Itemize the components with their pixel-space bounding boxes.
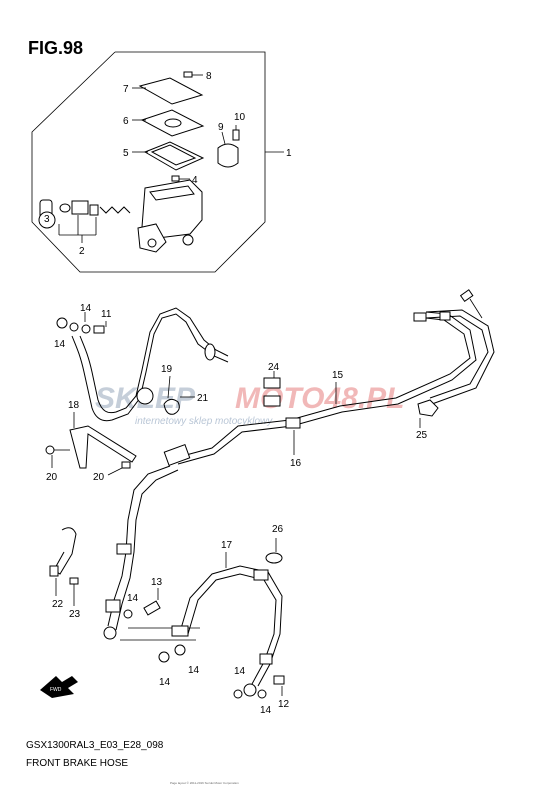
callout-15: 15 xyxy=(332,370,344,381)
callout-14-low4: 14 xyxy=(260,705,272,716)
callout-5: 5 xyxy=(123,148,129,159)
hose-lower-left xyxy=(103,444,191,640)
callout-16: 16 xyxy=(290,458,302,469)
forward-arrow-icon: FWD xyxy=(40,676,78,698)
callout-25: 25 xyxy=(416,430,428,441)
diaphragm-5 xyxy=(132,141,205,171)
bolt-10 xyxy=(232,125,240,141)
watermark-brand-right: MOTO48.PL xyxy=(235,382,404,415)
brake-pipe-15-16 xyxy=(174,289,495,465)
screw-8 xyxy=(183,71,203,78)
callout-20-left: 20 xyxy=(46,472,58,483)
callout-19: 19 xyxy=(161,364,173,375)
plate-6 xyxy=(132,109,205,137)
holder-9 xyxy=(217,131,239,168)
callout-8: 8 xyxy=(206,71,212,82)
model-code: GSX1300RAL3_E03_E28_098 xyxy=(26,740,164,751)
callout-22: 22 xyxy=(52,599,64,610)
bolt-13 xyxy=(143,588,161,616)
washer-14-right xyxy=(233,689,267,699)
hose-17 xyxy=(171,552,283,697)
watermark-tagline: internetowy sklep motocyklowy xyxy=(135,416,273,427)
callout-13: 13 xyxy=(151,577,163,588)
section-title: FRONT BRAKE HOSE xyxy=(26,758,129,769)
callout-7: 7 xyxy=(123,84,129,95)
callout-24: 24 xyxy=(268,362,280,373)
callout-6: 6 xyxy=(123,116,129,127)
callout-18: 18 xyxy=(68,400,80,411)
bolt-23 xyxy=(69,577,79,606)
hose-upper xyxy=(71,307,229,422)
callout-14-low1: 14 xyxy=(188,665,200,676)
bolt-12 xyxy=(273,675,285,696)
callout-20-right: 20 xyxy=(93,472,105,483)
clamp-22 xyxy=(49,527,77,596)
callout-26: 26 xyxy=(272,524,284,535)
callout-2: 2 xyxy=(79,246,85,257)
callout-9: 9 xyxy=(218,122,224,133)
clip-26 xyxy=(265,538,283,564)
callout-10: 10 xyxy=(234,112,246,123)
washer-14-top xyxy=(56,312,107,334)
washer-14-lower xyxy=(123,609,186,663)
callout-14-left: 14 xyxy=(54,339,66,350)
grommet-24 xyxy=(263,371,281,407)
reservoir-cap-7 xyxy=(132,77,204,105)
piston-kit-2 xyxy=(38,199,131,243)
callout-14-top: 14 xyxy=(80,303,92,314)
callout-3: 3 xyxy=(44,214,50,225)
callout-21: 21 xyxy=(197,393,209,404)
callout-14-mid: 14 xyxy=(127,593,139,604)
callout-12: 12 xyxy=(278,699,290,710)
clamp-19-21 xyxy=(163,375,195,415)
callout-14-low2: 14 xyxy=(159,677,171,688)
fine-print: Page layout © 2011-2016 Suzuki Motor Cor… xyxy=(170,781,239,785)
callout-1: 1 xyxy=(286,148,292,159)
callout-17: 17 xyxy=(221,540,233,551)
figure-number: FIG.98 xyxy=(28,38,84,58)
forward-arrow-label: FWD xyxy=(50,687,62,693)
callout-labels: 8 7 6 10 9 1 5 4 3 2 14 11 14 19 21 24 1… xyxy=(44,71,428,716)
callout-4: 4 xyxy=(192,175,198,186)
callout-23: 23 xyxy=(69,609,81,620)
callout-11: 11 xyxy=(101,309,112,320)
screw-4 xyxy=(171,175,190,182)
master-cylinder-frame xyxy=(31,51,284,273)
master-cylinder-body xyxy=(137,179,203,253)
callout-14-low3: 14 xyxy=(234,666,246,677)
bracket-18 xyxy=(45,412,137,476)
clamp-25 xyxy=(417,399,439,428)
